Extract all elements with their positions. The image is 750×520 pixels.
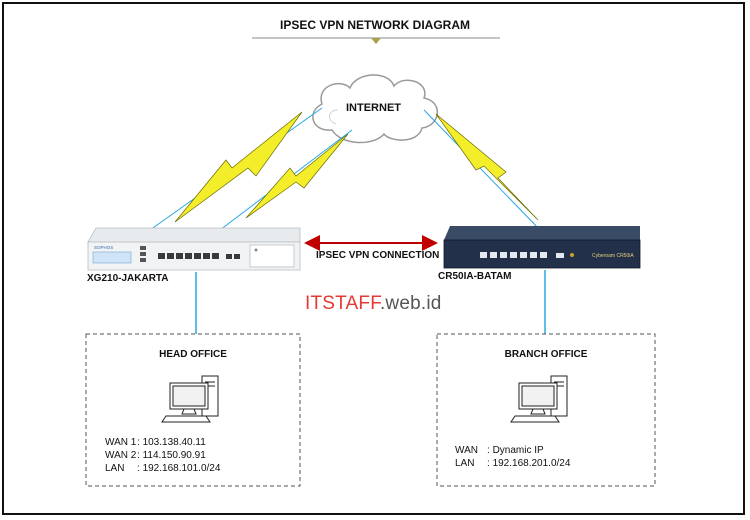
branch-office-row: LAN: 192.168.201.0/24 bbox=[455, 458, 570, 469]
branch-wan-link bbox=[423, 109, 541, 231]
row-sep: : bbox=[137, 463, 140, 474]
row-sep: : bbox=[137, 437, 140, 448]
cr50ia-firewall-device: Cyberoam CR50iA bbox=[443, 226, 641, 269]
internet-label: INTERNET bbox=[346, 102, 401, 114]
branch-office-box bbox=[436, 333, 656, 487]
watermark-domain: .web.id bbox=[379, 293, 442, 314]
lan-ports-right bbox=[480, 252, 564, 258]
row-sep: : bbox=[137, 450, 140, 461]
row-key: WAN bbox=[455, 445, 478, 456]
row-value: Dynamic IP bbox=[492, 445, 544, 456]
head-office-title: HEAD OFFICE bbox=[159, 349, 227, 360]
computer-icon bbox=[510, 375, 568, 423]
watermark: ITSTAFF.web.id bbox=[305, 293, 442, 315]
row-value: 192.168.101.0/24 bbox=[142, 463, 221, 474]
row-key: LAN bbox=[105, 463, 125, 474]
device-logo-text: SOPHOS bbox=[94, 245, 113, 250]
row-sep: : bbox=[487, 458, 490, 469]
row-value: 192.168.201.0/24 bbox=[492, 458, 571, 469]
row-value: 114.150.90.91 bbox=[142, 450, 206, 461]
device-logo-text: Cyberoam CR50iA bbox=[592, 253, 634, 259]
head-office-row: LAN: 192.168.101.0/24 bbox=[105, 463, 220, 474]
row-sep: : bbox=[487, 445, 490, 456]
row-value: 103.138.40.11 bbox=[142, 437, 206, 448]
diagram-frame bbox=[2, 2, 745, 515]
right-device-label: CR50IA-BATAM bbox=[438, 271, 512, 282]
lan-ports-left bbox=[158, 253, 240, 259]
diagram-title: IPSEC VPN NETWORK DIAGRAM bbox=[279, 18, 470, 32]
computer-icon bbox=[161, 375, 219, 423]
vpn-connection-label: IPSEC VPN CONNECTION bbox=[316, 250, 440, 261]
branch-office-title: BRANCH OFFICE bbox=[504, 349, 588, 360]
watermark-brand: ITSTAFF bbox=[305, 293, 380, 314]
row-key: WAN 1 bbox=[105, 437, 137, 448]
lightning-icon-wan1 bbox=[174, 111, 303, 223]
head-office-box bbox=[85, 333, 301, 487]
head-office-row: WAN 1: 103.138.40.11 bbox=[105, 437, 206, 448]
row-key: WAN 2 bbox=[105, 450, 137, 461]
title-underline bbox=[252, 37, 500, 44]
lightning-icon-wan2 bbox=[245, 133, 349, 219]
xg210-firewall-device: SOPHOS bbox=[87, 227, 301, 271]
lightning-bolts bbox=[174, 111, 539, 223]
head-office-row: WAN 2: 114.150.90.91 bbox=[105, 450, 206, 461]
row-key: LAN bbox=[455, 458, 475, 469]
lightning-icon-branch bbox=[435, 113, 539, 221]
left-device-label: XG210-JAKARTA bbox=[87, 273, 169, 284]
internet-cloud-icon bbox=[312, 74, 438, 144]
branch-office-row: WAN: Dynamic IP bbox=[455, 445, 544, 456]
